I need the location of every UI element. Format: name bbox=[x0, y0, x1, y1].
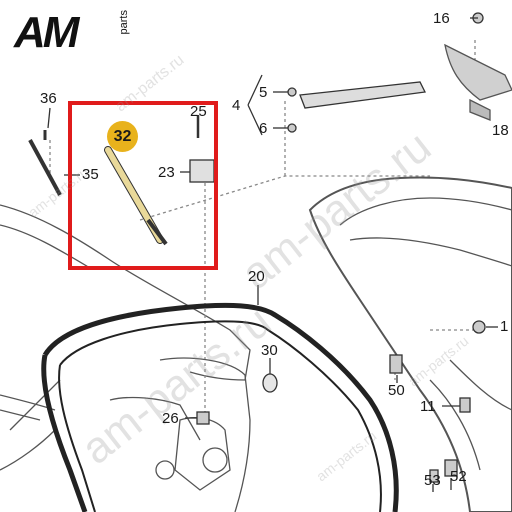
hinge-part-16 bbox=[444, 43, 512, 101]
callout-18: 18 bbox=[492, 122, 509, 139]
hinge-part-18 bbox=[469, 98, 491, 121]
clip-53 bbox=[429, 469, 439, 483]
callout-52: 52 bbox=[450, 468, 467, 485]
highlight-box bbox=[68, 101, 218, 270]
bolt-6 bbox=[287, 123, 297, 133]
callout-35: 35 bbox=[82, 166, 99, 183]
tailgate-lower-2 bbox=[449, 359, 512, 411]
tailgate-seal-left bbox=[41, 354, 88, 512]
callout-1: 1 bbox=[500, 318, 509, 335]
callout-20: 20 bbox=[248, 268, 265, 285]
bolt-circle-2 bbox=[155, 460, 175, 480]
logo-parts-text: parts bbox=[118, 10, 130, 35]
logo-am-text: AM bbox=[14, 8, 79, 57]
bolt-circle bbox=[202, 447, 228, 473]
part-32-badge: 32 bbox=[107, 121, 138, 152]
callout-32: 32 bbox=[113, 127, 132, 145]
leader-36 bbox=[47, 107, 51, 129]
rear-pillar-2 bbox=[0, 429, 56, 471]
callout-6: 6 bbox=[259, 120, 268, 137]
clip-50 bbox=[389, 354, 403, 374]
body-panel-left-inner bbox=[0, 224, 91, 269]
latch-bracket bbox=[174, 417, 231, 491]
am-parts-logo: AM parts bbox=[14, 8, 134, 58]
tailgate-frame bbox=[308, 176, 512, 512]
tailgate-seal bbox=[42, 302, 399, 512]
cap-30 bbox=[262, 373, 278, 393]
rear-pillar bbox=[9, 379, 61, 431]
callout-4: 4 bbox=[232, 97, 241, 114]
tailgate-window-edge bbox=[349, 237, 512, 267]
callout-53: 53 bbox=[424, 472, 441, 489]
body-opening bbox=[159, 357, 251, 512]
body-opening-2 bbox=[109, 396, 201, 441]
nut-26 bbox=[196, 411, 210, 425]
rod-35 bbox=[28, 139, 62, 196]
clip-11 bbox=[459, 397, 471, 413]
bolt-5 bbox=[287, 87, 297, 97]
callout-23: 23 bbox=[158, 164, 175, 181]
body-panel-left-line bbox=[0, 409, 41, 421]
callout-25: 25 bbox=[190, 103, 207, 120]
leader-4 bbox=[247, 74, 263, 136]
tailgate-seal-inner bbox=[59, 320, 382, 512]
clip-1 bbox=[472, 320, 486, 334]
tailgate-seal-left-inner bbox=[58, 364, 96, 512]
gas-strut-bracket bbox=[299, 81, 426, 109]
callout-50: 50 bbox=[388, 382, 405, 399]
body-panel-left bbox=[0, 204, 251, 381]
callout-36: 36 bbox=[40, 90, 57, 107]
callout-16: 16 bbox=[433, 10, 450, 27]
gas-strut-32 bbox=[104, 146, 168, 246]
callout-26: 26 bbox=[162, 410, 179, 427]
callout-11: 11 bbox=[420, 398, 436, 415]
callout-30: 30 bbox=[261, 342, 278, 359]
tailgate-inner bbox=[339, 197, 512, 226]
callout-5: 5 bbox=[259, 84, 268, 101]
tailgate-lower bbox=[429, 379, 481, 471]
clip-52 bbox=[444, 459, 458, 477]
